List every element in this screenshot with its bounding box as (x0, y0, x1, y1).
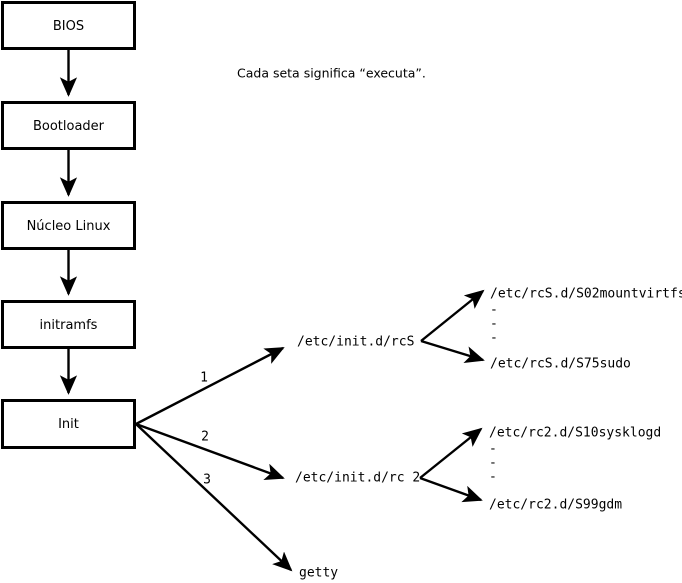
arrow-rc2-to-last (419, 476, 483, 503)
rcs-first-script: /etc/rcS.d/S02mountvirtfs (490, 287, 682, 302)
bios-box[interactable] (1, 1, 136, 50)
init-label: Init (58, 417, 79, 432)
rc2-ellipsis-2: - (489, 456, 497, 471)
bios-label: BIOS (53, 19, 84, 34)
initramfs-label: initramfs (40, 318, 98, 333)
branch-number-1: 1 (200, 371, 208, 386)
rc2-first-script: /etc/rc2.d/S10sysklogd (489, 426, 661, 441)
rcs-last-script: /etc/rcS.d/S75sudo (490, 357, 631, 372)
rcs-ellipsis-3: - (490, 331, 498, 346)
chain-node-bios[interactable]: BIOS (1, 1, 136, 50)
arrow-rcs-to-last (420, 339, 485, 364)
arrow-init-to-rcs (135, 346, 285, 426)
arrow-init-to-rc2 (135, 422, 285, 480)
init-box[interactable] (1, 399, 136, 449)
chain-node-initramfs[interactable]: initramfs (1, 300, 136, 349)
branch-number-2: 2 (201, 430, 209, 445)
bootloader-box[interactable] (1, 101, 136, 150)
bootloader-label: Bootloader (33, 119, 105, 134)
initramfs-box[interactable] (1, 300, 136, 349)
diagram-caption: Cada seta significa “executa”. (237, 66, 426, 81)
target-label-getty: getty (299, 566, 338, 581)
rc2-ellipsis-1: - (489, 442, 497, 457)
rc2-ellipsis-3: - (489, 470, 497, 485)
chain-node-init[interactable]: Init (1, 399, 136, 449)
branch-number-3: 3 (203, 473, 211, 488)
target-label-rc2: /etc/init.d/rc 2 (295, 471, 420, 486)
rcs-ellipsis-1: - (490, 303, 498, 318)
rc2-last-script: /etc/rc2.d/S99gdm (489, 498, 622, 513)
chain-node-kernel[interactable]: Núcleo Linux (1, 201, 136, 250)
rcs-ellipsis-2: - (490, 317, 498, 332)
arrow-init-to-getty (135, 423, 293, 572)
arrow-rcs-to-first (420, 289, 485, 342)
chain-node-bootloader[interactable]: Bootloader (1, 101, 136, 150)
kernel-label: Núcleo Linux (27, 219, 111, 234)
target-label-rcs: /etc/init.d/rcS (297, 335, 414, 350)
arrow-rc2-to-first (419, 427, 483, 479)
kernel-box[interactable] (1, 201, 136, 250)
